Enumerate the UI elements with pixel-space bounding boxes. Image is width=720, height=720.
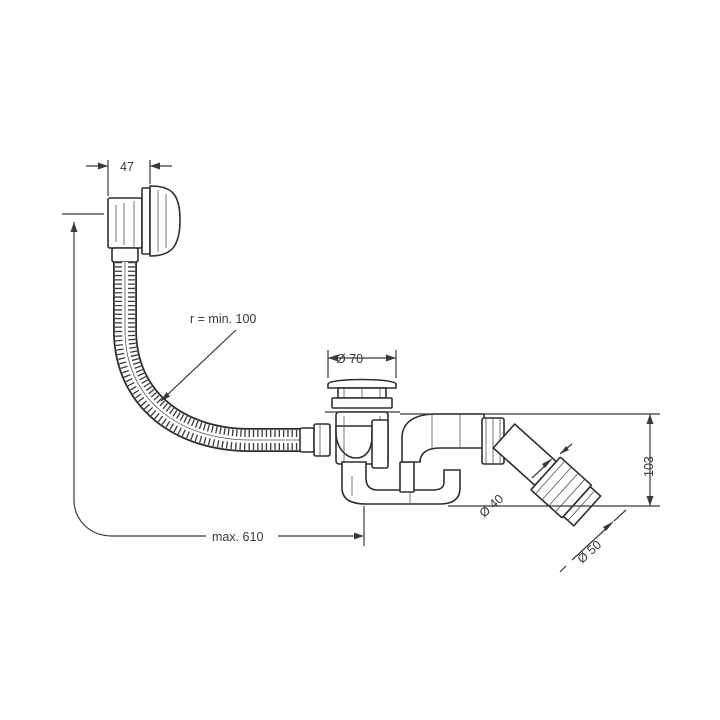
dimension-max-length: max. 610 [62, 213, 365, 546]
label-overflow-width: 47 [120, 160, 134, 174]
label-bend-radius: r = min. 100 [190, 312, 256, 326]
dimension-overflow-width: 47 [86, 160, 172, 196]
label-pipe-inner: Ø 40 [477, 492, 507, 521]
label-drain-diameter: Ø 70 [336, 352, 363, 366]
label-max-length: max. 610 [212, 530, 263, 544]
dimension-height: 103 [400, 413, 660, 507]
label-height: 103 [642, 456, 656, 477]
outlet-pipe [492, 422, 602, 527]
flexible-hose [113, 262, 318, 452]
trap-body [299, 378, 505, 505]
overflow-head [107, 185, 181, 263]
dimension-bend-radius: r = min. 100 [160, 312, 256, 402]
label-pipe-outer: Ø 50 [575, 538, 605, 567]
dimension-drain-diameter: Ø 70 [327, 350, 397, 378]
